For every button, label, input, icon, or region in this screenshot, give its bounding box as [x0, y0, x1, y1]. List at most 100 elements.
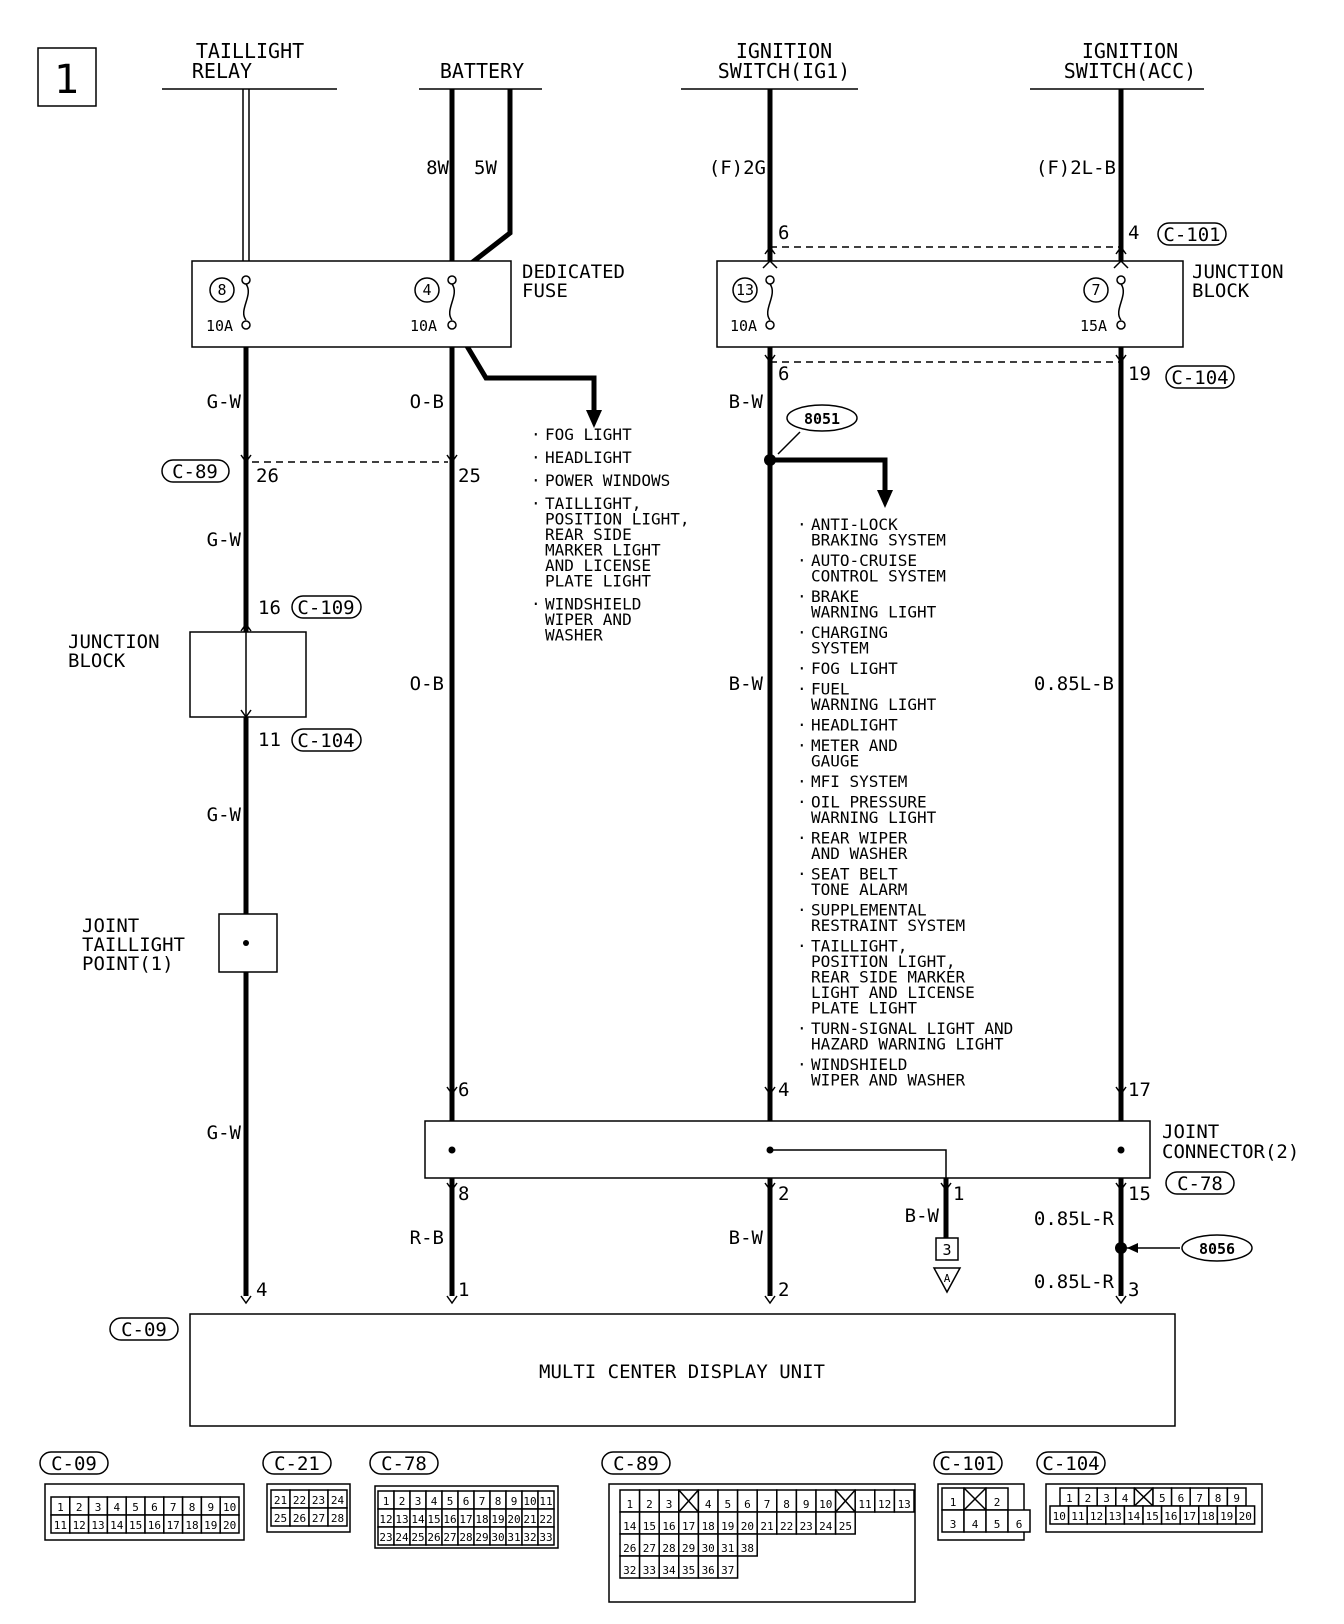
pin-number: 5: [994, 1518, 1001, 1531]
list-item: CHARGING: [811, 623, 888, 642]
pin-number: 15: [643, 1520, 656, 1533]
list-item: AND LICENSE: [545, 556, 651, 575]
pin-number: 4: [1122, 1492, 1129, 1505]
wire-label-ob-2: O-B: [410, 673, 444, 695]
pin-cell: [327, 1507, 348, 1527]
pin-number: 29: [475, 1531, 488, 1544]
pin-cell: [219, 1514, 240, 1534]
pin-number: 32: [623, 1564, 636, 1577]
pin-number: 16: [443, 1513, 456, 1526]
face-label-pill: [39, 1451, 109, 1475]
pin-number: 14: [1127, 1510, 1141, 1523]
pin-number: 19: [1220, 1510, 1233, 1523]
pin-number: 3: [950, 1518, 957, 1531]
wire-label-ob-1: O-B: [410, 391, 444, 413]
pin-number: 6: [744, 1498, 751, 1511]
face-label: C-78: [381, 1453, 427, 1475]
svg-text:C-109: C-109: [297, 597, 354, 619]
pin-number: 27: [312, 1512, 325, 1525]
page-number: 1: [54, 57, 79, 103]
svg-text:CONNECTOR(2): CONNECTOR(2): [1162, 1141, 1299, 1163]
connector-label-c104-left: C-104: [291, 728, 362, 752]
pin-arrow: [940, 1182, 952, 1192]
pin-number: 13: [1108, 1510, 1121, 1523]
wire-label-085lr-1: 0.85L-R: [1034, 1208, 1115, 1230]
list-item: FUEL: [811, 680, 850, 699]
pin-number: 17: [459, 1513, 472, 1526]
pin-number: 5: [447, 1495, 454, 1508]
pin-number: 26: [623, 1542, 636, 1555]
pin-arrow: [240, 622, 252, 632]
pin-number: 22: [293, 1494, 306, 1507]
pin-number: 9: [1233, 1492, 1240, 1505]
pin-number: 1: [950, 1496, 957, 1509]
list-bullet: ·: [531, 471, 541, 490]
pin-number: 15: [427, 1513, 440, 1526]
svg-text:BLOCK: BLOCK: [68, 650, 126, 672]
source-taillight-relay: TAILLIGHT RELAY: [162, 39, 337, 90]
list-item: BRAKE: [811, 587, 859, 606]
pin-number: 10: [523, 1495, 536, 1508]
pin-arrow: [446, 1182, 458, 1192]
pin-number: 9: [207, 1501, 214, 1514]
list-item: CONTROL SYSTEM: [811, 567, 946, 586]
connector-label-c09: C-09: [109, 1317, 179, 1341]
svg-text:10A: 10A: [410, 317, 437, 335]
pin-number: 13: [395, 1513, 408, 1526]
pin-number: 2: [399, 1495, 406, 1508]
wire-label-gw-1: G-W: [207, 391, 242, 413]
blank-pin: [835, 1489, 856, 1513]
pin-number: 24: [395, 1531, 409, 1544]
pin-number: 16: [148, 1519, 161, 1532]
wire-label-085lr-2: 0.85L-R: [1034, 1271, 1115, 1293]
face-label-pill: [262, 1451, 332, 1475]
pin-cell: [893, 1489, 915, 1513]
list-item: REAR SIDE MARKER: [811, 968, 965, 987]
pin-arrow: [1115, 1182, 1127, 1192]
list-item: AUTO-CRUISE: [811, 551, 917, 570]
list-bullet: ·: [797, 829, 807, 848]
list-item: TURN-SIGNAL LIGHT AND: [811, 1019, 1013, 1038]
pin-number: 26: [427, 1531, 440, 1544]
list-item: REAR WIPER: [811, 829, 908, 848]
list-bullet: ·: [531, 595, 541, 614]
list-item: FOG LIGHT: [811, 659, 898, 678]
list-item: AND WASHER: [811, 844, 908, 863]
pin-number: 18: [475, 1513, 488, 1526]
pin-number: 4: [113, 1501, 120, 1514]
pin-cell: [834, 1511, 856, 1535]
list-item: HEADLIGHT: [811, 716, 898, 735]
svg-text:SWITCH(ACC): SWITCH(ACC): [1064, 59, 1196, 83]
list-item: SUPPLEMENTAL: [811, 901, 927, 920]
list-item: SEAT BELT: [811, 865, 898, 884]
pin-arrow: [1115, 1295, 1127, 1305]
pin-number: 17: [167, 1519, 180, 1532]
pin-number: 15: [129, 1519, 142, 1532]
wire-label-f2lb: (F)2L-B: [1036, 157, 1116, 179]
pin-number: 24: [331, 1494, 345, 1507]
svg-text:A: A: [944, 1272, 951, 1285]
svg-text:26: 26: [256, 465, 279, 487]
list-bullet: ·: [797, 716, 807, 735]
multi-center-display-unit: MULTI CENTER DISPLAY UNIT: [189, 1313, 1176, 1427]
pin-number: 12: [73, 1519, 86, 1532]
pin-number: 18: [1201, 1510, 1214, 1523]
pin-number: 30: [702, 1542, 715, 1555]
svg-text:BATTERY: BATTERY: [440, 59, 524, 83]
pin-number: 21: [760, 1520, 773, 1533]
svg-text:C-89: C-89: [172, 461, 218, 483]
list-item: HAZARD WARNING LIGHT: [811, 1035, 1004, 1054]
pin-number: 2: [646, 1498, 653, 1511]
svg-text:13: 13: [736, 281, 754, 299]
wire-label-bw-ref: B-W: [905, 1205, 940, 1227]
pin-arrow: [764, 354, 776, 364]
pin-number: 23: [379, 1531, 392, 1544]
pin-number: 27: [643, 1542, 656, 1555]
connector-label-c78: C-78: [1165, 1171, 1235, 1195]
svg-text:19: 19: [1128, 363, 1151, 385]
source-ignition-acc: IGNITION SWITCH(ACC): [1030, 39, 1204, 90]
svg-text:6: 6: [458, 1079, 469, 1101]
list-item: BRAKING SYSTEM: [811, 531, 946, 550]
